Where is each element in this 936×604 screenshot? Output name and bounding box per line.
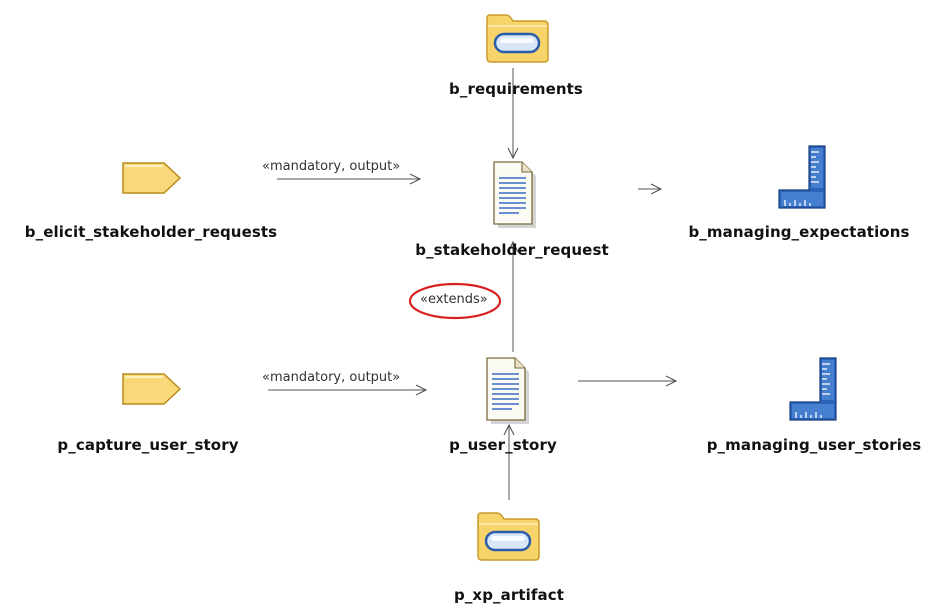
node-label-b-requirements[interactable]: b_requirements bbox=[449, 80, 583, 98]
edge-label-p-mandatory-output: «mandatory, output» bbox=[262, 370, 401, 385]
edge-label-b-mandatory-output: «mandatory, output» bbox=[262, 159, 401, 174]
node-label-b-stakeholder-request[interactable]: b_stakeholder_request bbox=[415, 241, 609, 259]
document-icon[interactable] bbox=[484, 356, 532, 426]
folder-icon[interactable] bbox=[475, 510, 543, 562]
guideline-ruler-icon[interactable] bbox=[775, 144, 831, 212]
node-label-b-elicit-stakeholder-requests[interactable]: b_elicit_stakeholder_requests bbox=[24, 223, 278, 241]
edge-label-extends: «extends» bbox=[420, 292, 488, 307]
node-label-p-managing-user-stories[interactable]: p_managing_user_stories bbox=[706, 436, 922, 454]
document-icon[interactable] bbox=[491, 160, 539, 230]
node-label-p-capture-user-story[interactable]: p_capture_user_story bbox=[57, 436, 239, 454]
node-label-b-managing-expectations[interactable]: b_managing_expectations bbox=[688, 223, 910, 241]
guideline-ruler-icon[interactable] bbox=[786, 356, 842, 424]
node-label-p-user-story[interactable]: p_user_story bbox=[449, 436, 557, 454]
extends-highlight-ellipse bbox=[408, 282, 502, 320]
node-label-p-xp-artifact[interactable]: p_xp_artifact bbox=[454, 586, 564, 604]
task-tag-icon[interactable] bbox=[120, 371, 184, 407]
task-tag-icon[interactable] bbox=[120, 160, 184, 196]
folder-icon[interactable] bbox=[484, 12, 552, 64]
